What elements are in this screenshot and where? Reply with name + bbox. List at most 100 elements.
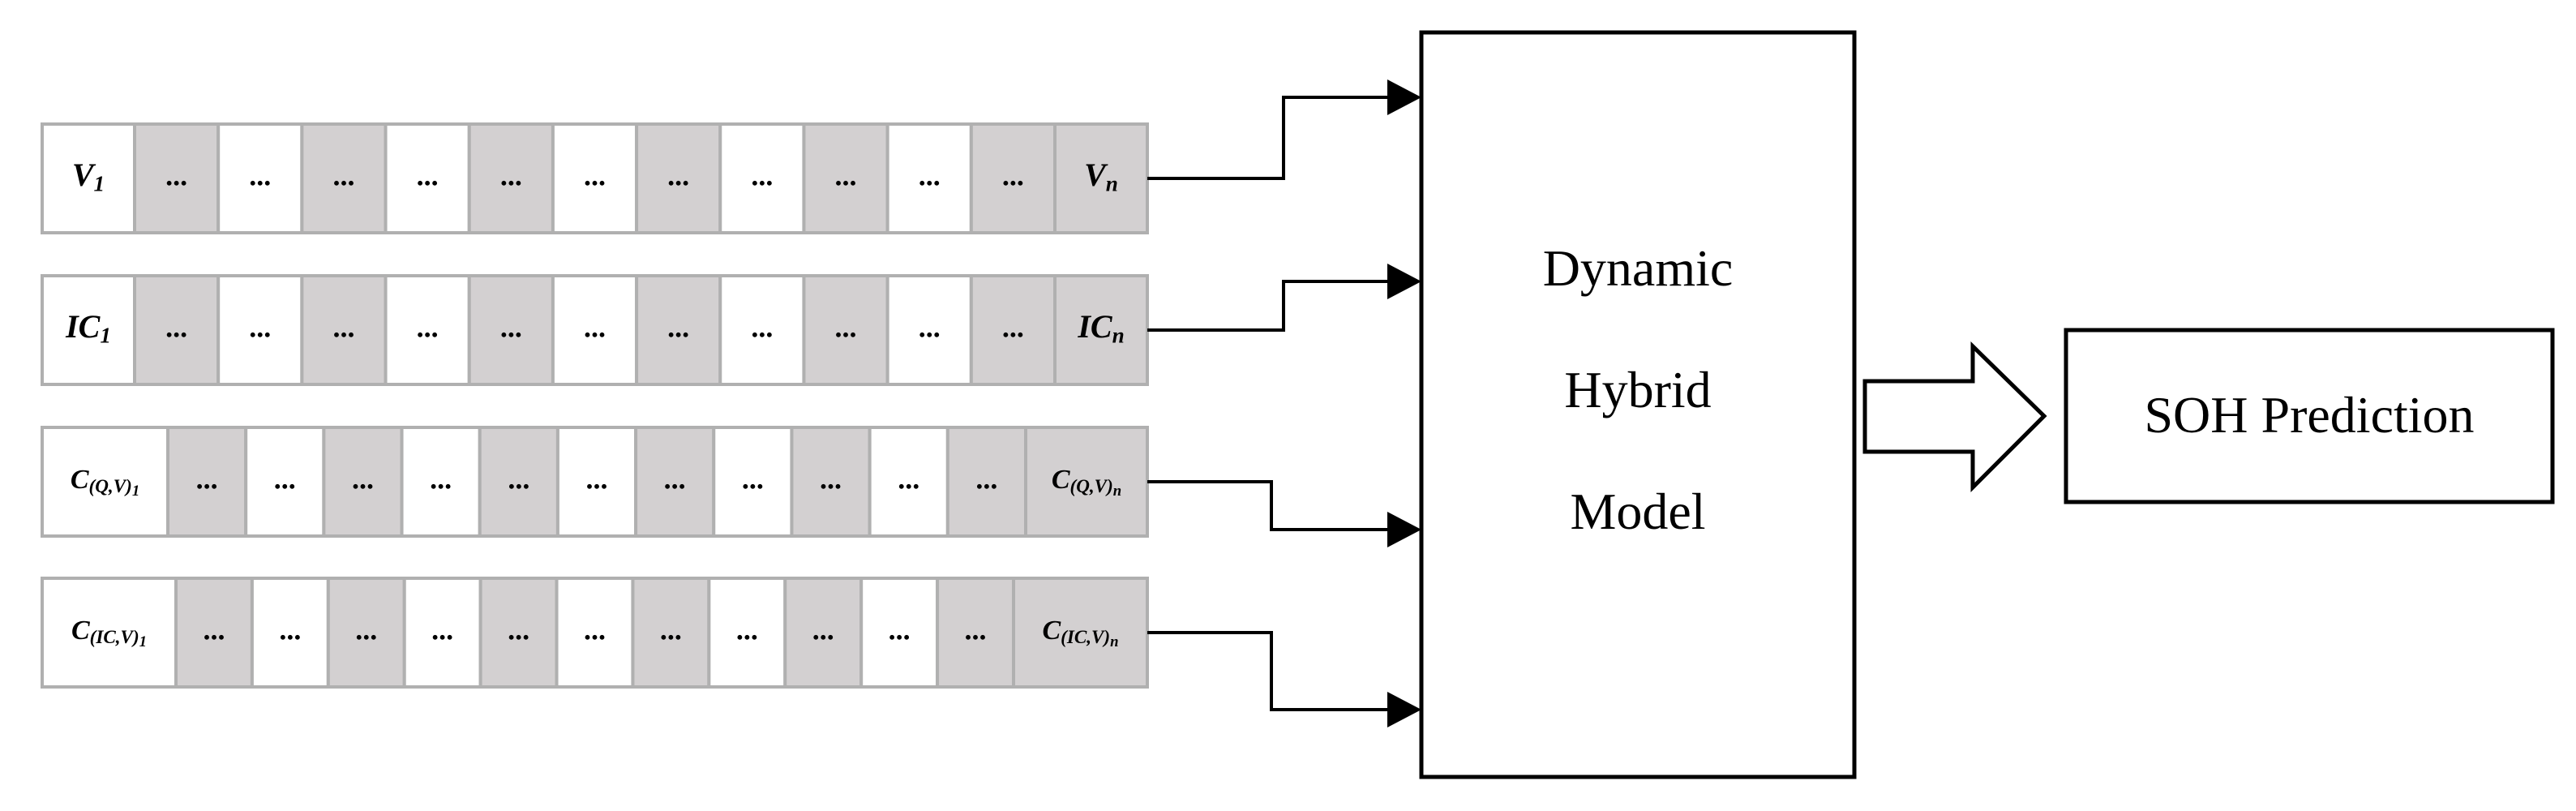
dynamic-hybrid-model-box	[1419, 30, 1857, 779]
ellipsis-text: ...	[332, 159, 354, 191]
ellipsis-text: ...	[274, 462, 296, 495]
ellipsis-text: ...	[667, 159, 689, 191]
cell-ellipsis	[712, 426, 794, 538]
cell-ellipsis	[216, 274, 304, 386]
cell-last-label-base: V	[1084, 157, 1108, 193]
cell-first-label-base: C	[71, 616, 90, 646]
cell-ellipsis	[635, 274, 722, 386]
cell-last-label-sub: n	[1106, 172, 1118, 196]
connector-line-3	[1147, 480, 1389, 531]
cell-last-label-sub2: n	[1110, 633, 1118, 650]
ellipsis-text: ...	[889, 613, 911, 646]
cell-ellipsis	[551, 274, 639, 386]
cell-ellipsis	[467, 122, 555, 234]
cell-first-label-sub2: 1	[132, 483, 139, 500]
cell-first-label-sub: 1	[100, 324, 111, 348]
cell-first	[41, 426, 169, 538]
ellipsis-text: ...	[417, 159, 439, 191]
ellipsis-text: ...	[919, 311, 941, 343]
ellipsis-text: ...	[975, 462, 997, 495]
cell-first-label-sub2: 1	[139, 633, 147, 650]
input-connectors	[1147, 79, 1421, 727]
cell-ellipsis	[802, 274, 889, 386]
sequence-row-3: C(Q,V)1.................................…	[41, 426, 1149, 538]
cell-ellipsis	[634, 426, 716, 538]
cell-first-label: C(IC,V)1	[71, 616, 147, 650]
cell-first	[41, 577, 178, 689]
cell-last	[1024, 426, 1149, 538]
ellipsis-text: ...	[352, 462, 374, 495]
arrowhead-3	[1387, 512, 1421, 547]
cell-first-label: C(Q,V)1	[71, 465, 139, 500]
ellipsis-text: ...	[812, 613, 834, 646]
soh-prediction-box	[2064, 328, 2555, 504]
cell-ellipsis	[969, 122, 1057, 234]
ellipsis-text: ...	[1002, 159, 1024, 191]
arrowhead-4	[1387, 692, 1421, 727]
cell-ellipsis	[166, 426, 248, 538]
ellipsis-text: ...	[584, 311, 606, 343]
model-line-1: Dynamic	[1543, 239, 1734, 297]
input-sequences: V1.................................VnIC1…	[41, 122, 1149, 689]
cell-first	[41, 122, 136, 234]
connector-line-2	[1147, 280, 1389, 332]
cell-ellipsis	[631, 577, 711, 689]
ellipsis-text: ...	[355, 613, 377, 646]
cell-ellipsis	[174, 577, 254, 689]
ellipsis-text: ...	[751, 159, 773, 191]
cell-last	[1053, 274, 1149, 386]
ellipsis-text: ...	[965, 613, 987, 646]
ellipsis-text: ...	[742, 462, 764, 495]
cell-ellipsis	[326, 577, 406, 689]
ellipsis-text: ...	[249, 159, 271, 191]
cell-last-label-base: C	[1052, 465, 1070, 495]
cell-last-label: Vn	[1084, 157, 1118, 196]
ellipsis-text: ...	[249, 311, 271, 343]
ellipsis-text: ...	[279, 613, 301, 646]
cell-first-label-base: IC	[65, 308, 101, 345]
sequence-row-1: V1.................................Vn	[41, 122, 1149, 234]
ellipsis-text: ...	[820, 462, 842, 495]
cell-ellipsis	[555, 426, 638, 538]
cell-ellipsis	[216, 122, 304, 234]
soh-prediction-label: SOH Prediction	[2144, 386, 2474, 444]
cell-ellipsis	[790, 426, 872, 538]
ellipsis-text: ...	[430, 462, 452, 495]
ellipsis-text: ...	[500, 159, 522, 191]
ellipsis-text: ...	[417, 311, 439, 343]
cell-first	[41, 274, 136, 386]
cell-ellipsis	[322, 426, 404, 538]
ellipsis-text: ...	[584, 159, 606, 191]
ellipsis-text: ...	[165, 159, 187, 191]
cell-ellipsis	[859, 577, 940, 689]
cell-ellipsis	[384, 122, 471, 234]
cell-last-label-base: IC	[1077, 308, 1113, 345]
cell-last-label-base: C	[1042, 616, 1061, 646]
cell-ellipsis	[635, 122, 722, 234]
ellipsis-text: ...	[203, 613, 225, 646]
cell-last-label-sub2: n	[1113, 483, 1121, 500]
ellipsis-text: ...	[751, 311, 773, 343]
cell-first-label-sub: (IC,V)	[90, 627, 139, 648]
cell-ellipsis	[885, 122, 973, 234]
cell-last-label-sub: n	[1112, 324, 1125, 348]
arrowhead-1	[1387, 79, 1421, 115]
cell-last-label-sub: (IC,V)	[1061, 627, 1110, 648]
ellipsis-text: ...	[660, 613, 682, 646]
hollow-output-arrow	[1862, 341, 2047, 493]
ellipsis-text: ...	[835, 159, 857, 191]
cell-ellipsis	[969, 274, 1057, 386]
cell-ellipsis	[551, 122, 639, 234]
ellipsis-text: ...	[736, 613, 758, 646]
cell-first-label: V1	[72, 157, 105, 196]
ellipsis-text: ...	[196, 462, 218, 495]
cell-last-label-sub: (Q,V)	[1070, 476, 1113, 497]
cell-ellipsis	[384, 274, 471, 386]
cell-first-label-sub: 1	[94, 172, 105, 196]
cell-first-label-base: C	[71, 465, 89, 495]
ellipsis-text: ...	[584, 613, 606, 646]
ellipsis-text: ...	[508, 462, 529, 495]
ellipsis-text: ...	[508, 613, 529, 646]
ellipsis-text: ...	[667, 311, 689, 343]
connector-line-1	[1147, 96, 1389, 180]
